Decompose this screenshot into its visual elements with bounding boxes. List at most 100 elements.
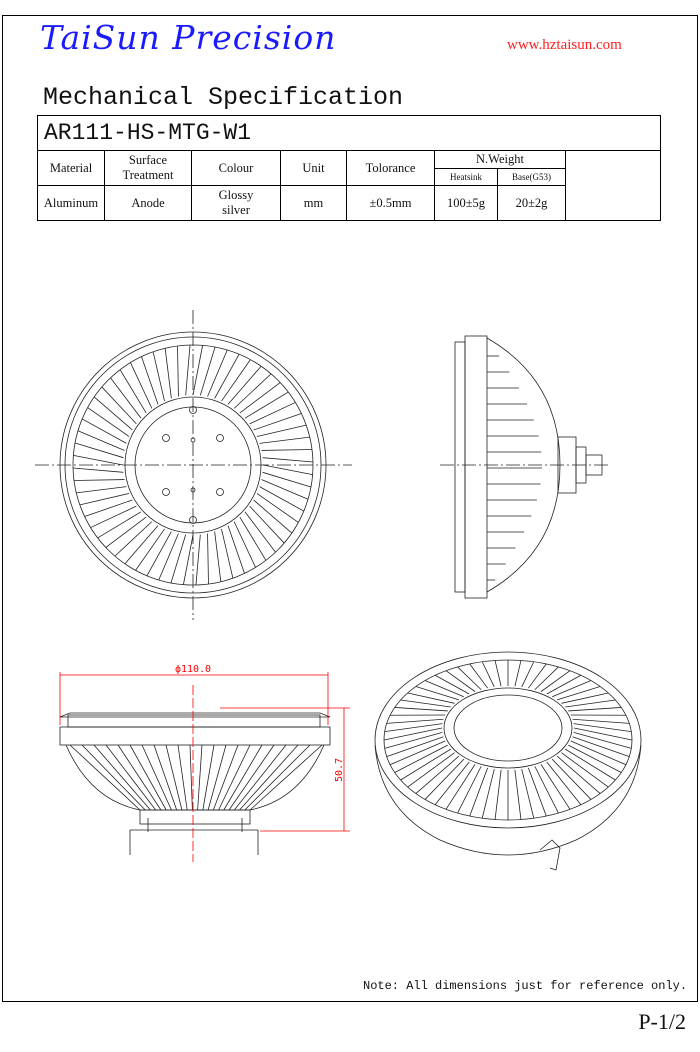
fin-line xyxy=(256,493,299,523)
fin-line xyxy=(185,345,191,396)
fin-line xyxy=(124,525,159,565)
fin-line xyxy=(384,723,443,733)
fin-line xyxy=(84,499,133,517)
page-frame xyxy=(2,15,698,1002)
fin-line xyxy=(415,686,460,701)
fin-line xyxy=(158,533,179,581)
fin-line xyxy=(197,744,203,811)
fin-line xyxy=(141,356,159,405)
fin-line xyxy=(389,740,446,766)
value-base: 20±2g xyxy=(497,185,566,221)
side-view-right xyxy=(440,335,610,599)
fin-line xyxy=(407,692,455,704)
fin-line xyxy=(434,761,470,805)
fin-line xyxy=(233,744,287,811)
fin-line xyxy=(249,402,296,425)
fin-line xyxy=(400,699,451,708)
fin-line xyxy=(573,727,633,741)
fin-line xyxy=(214,531,222,582)
perspective-view xyxy=(374,651,642,871)
brand-logo: TaiSun Precision xyxy=(40,18,337,57)
fin-line xyxy=(564,748,616,781)
fin-line xyxy=(81,744,146,811)
fin-line xyxy=(494,769,502,820)
fin-line xyxy=(434,674,470,695)
fin-line xyxy=(239,382,281,414)
fin-line xyxy=(551,758,592,800)
fin-line xyxy=(146,531,172,576)
fin-line xyxy=(521,661,535,688)
fin-line xyxy=(218,744,251,811)
fin-line xyxy=(546,674,582,695)
empty-cell xyxy=(565,150,661,221)
fin-line xyxy=(73,455,124,466)
fin-line xyxy=(153,744,178,811)
fin-line xyxy=(74,442,124,459)
fin-line xyxy=(572,718,630,724)
fin-line xyxy=(386,718,444,724)
fin-line xyxy=(93,744,151,811)
height-dimension: 50.7 xyxy=(334,758,345,782)
fin-line xyxy=(73,479,125,481)
fin-line xyxy=(556,755,601,794)
fin-line xyxy=(114,521,153,557)
fin-line xyxy=(565,699,616,708)
model-number: AR111-HS-MTG-W1 xyxy=(37,115,661,151)
fin-line xyxy=(135,528,165,571)
website-url: www.hztaisun.com xyxy=(507,37,622,53)
fin-line xyxy=(256,424,307,437)
front-view-drawing xyxy=(35,310,352,620)
fin-line xyxy=(223,744,263,811)
fin-line xyxy=(152,351,165,402)
fin-line xyxy=(244,744,311,811)
fin-line xyxy=(82,418,127,444)
fin-line xyxy=(573,723,632,733)
page-title: Mechanical Specification xyxy=(43,83,404,112)
fin-line xyxy=(221,359,251,402)
fin-line xyxy=(394,707,448,712)
fin-line xyxy=(561,752,609,788)
fin-line xyxy=(207,744,227,811)
fin-line xyxy=(110,377,142,419)
fin-line xyxy=(259,486,304,512)
fin-line xyxy=(261,449,313,451)
fin-line xyxy=(228,744,275,811)
fin-line xyxy=(177,744,188,811)
fin-line xyxy=(494,660,502,687)
value-material: Aluminum xyxy=(37,185,105,221)
fin-line xyxy=(249,505,285,544)
side-view-bottom xyxy=(59,685,331,862)
fin-line xyxy=(481,768,495,819)
fin-line xyxy=(424,758,465,800)
fin-line xyxy=(183,534,194,585)
fin-line xyxy=(244,511,276,553)
value-tolerance: ±0.5mm xyxy=(346,185,435,221)
fin-line xyxy=(165,744,183,811)
fin-line xyxy=(552,680,592,698)
fin-line xyxy=(227,525,245,574)
dimension-lines xyxy=(59,672,350,832)
fin-line xyxy=(383,727,443,741)
fin-line xyxy=(568,744,622,773)
fin-line xyxy=(407,752,455,788)
fin-line xyxy=(76,486,127,494)
fin-line xyxy=(394,744,448,773)
fin-line xyxy=(90,505,137,528)
fin-line xyxy=(207,533,209,585)
diameter-dimension: ϕ110.0 xyxy=(175,664,211,675)
fin-line xyxy=(400,748,452,781)
fin-line xyxy=(415,755,460,794)
fin-line xyxy=(69,744,141,811)
fin-line xyxy=(261,479,309,500)
fin-line xyxy=(534,666,559,690)
value-unit: mm xyxy=(280,185,347,221)
fin-line xyxy=(93,396,133,431)
fin-line xyxy=(469,663,488,689)
fin-line xyxy=(249,744,323,811)
fin-line xyxy=(457,766,482,814)
fin-line xyxy=(73,467,124,473)
value-heatsink: 100±5g xyxy=(434,185,498,221)
